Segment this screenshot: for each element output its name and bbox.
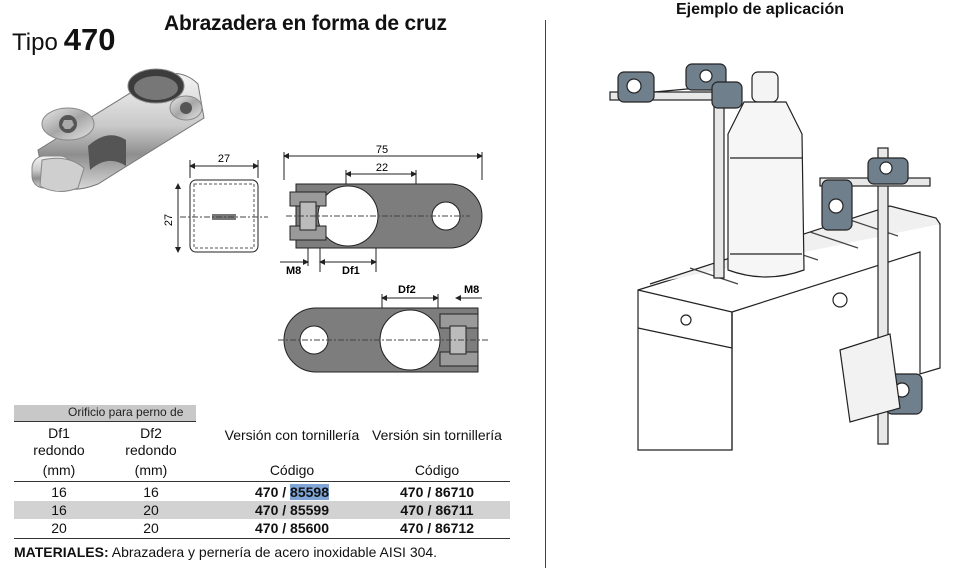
tipo-number: 470 [63,22,116,57]
materials-note: MATERIALES: Abrazadera y pernería de ace… [14,544,437,560]
label-df2: Df2 [398,284,416,296]
label-m8-top: M8 [286,265,301,277]
col-df2-unit: (mm) [134,462,168,478]
application-illustration [609,63,941,451]
product-photo [31,68,205,192]
column-divider [545,20,546,568]
materials-text: Abrazadera y pernería de acero inoxidabl… [111,544,438,560]
col-with-screws-header: Versión con tornillería [224,427,360,443]
col-without-screws-header: Versión sin tornillería [372,427,502,443]
dim-side-width: 27 [218,153,230,165]
table-row: 16 20 470 / 85599 470 / 86711 [14,501,510,519]
application-title: Ejemplo de aplicación [676,1,845,18]
col-df1-unit: (mm) [42,462,76,478]
table-row: 16 16 470 / 85598 470 / 86710 [51,484,474,500]
label-m8-bottom: M8 [464,284,479,296]
table-group-header-bar [14,405,196,421]
table-row: 20 20 470 / 85600 470 / 86712 [51,520,474,536]
technical-drawing: 27 27 75 22 M8 Df1 Df2 M8 [163,144,490,373]
dim-side-height: 27 [163,214,175,226]
code-label-without: Código [414,462,460,478]
materials-label: MATERIALES: [14,544,109,560]
code-label-with: Código [269,462,315,478]
label-df1: Df1 [342,265,360,277]
dim-center-distance: 22 [376,162,388,174]
side-view: 27 27 [163,153,268,253]
front-view-bottom: Df2 M8 [278,284,490,373]
product-title: Abrazadera en forma de cruz [164,12,447,35]
table-group-header: Orificio para perno de [68,405,184,419]
dim-total-length: 75 [376,144,388,156]
highlighted-code: 85598 [290,484,329,500]
front-view-top: 75 22 M8 Df1 [280,144,483,277]
tipo-label: Tipo [12,29,58,56]
